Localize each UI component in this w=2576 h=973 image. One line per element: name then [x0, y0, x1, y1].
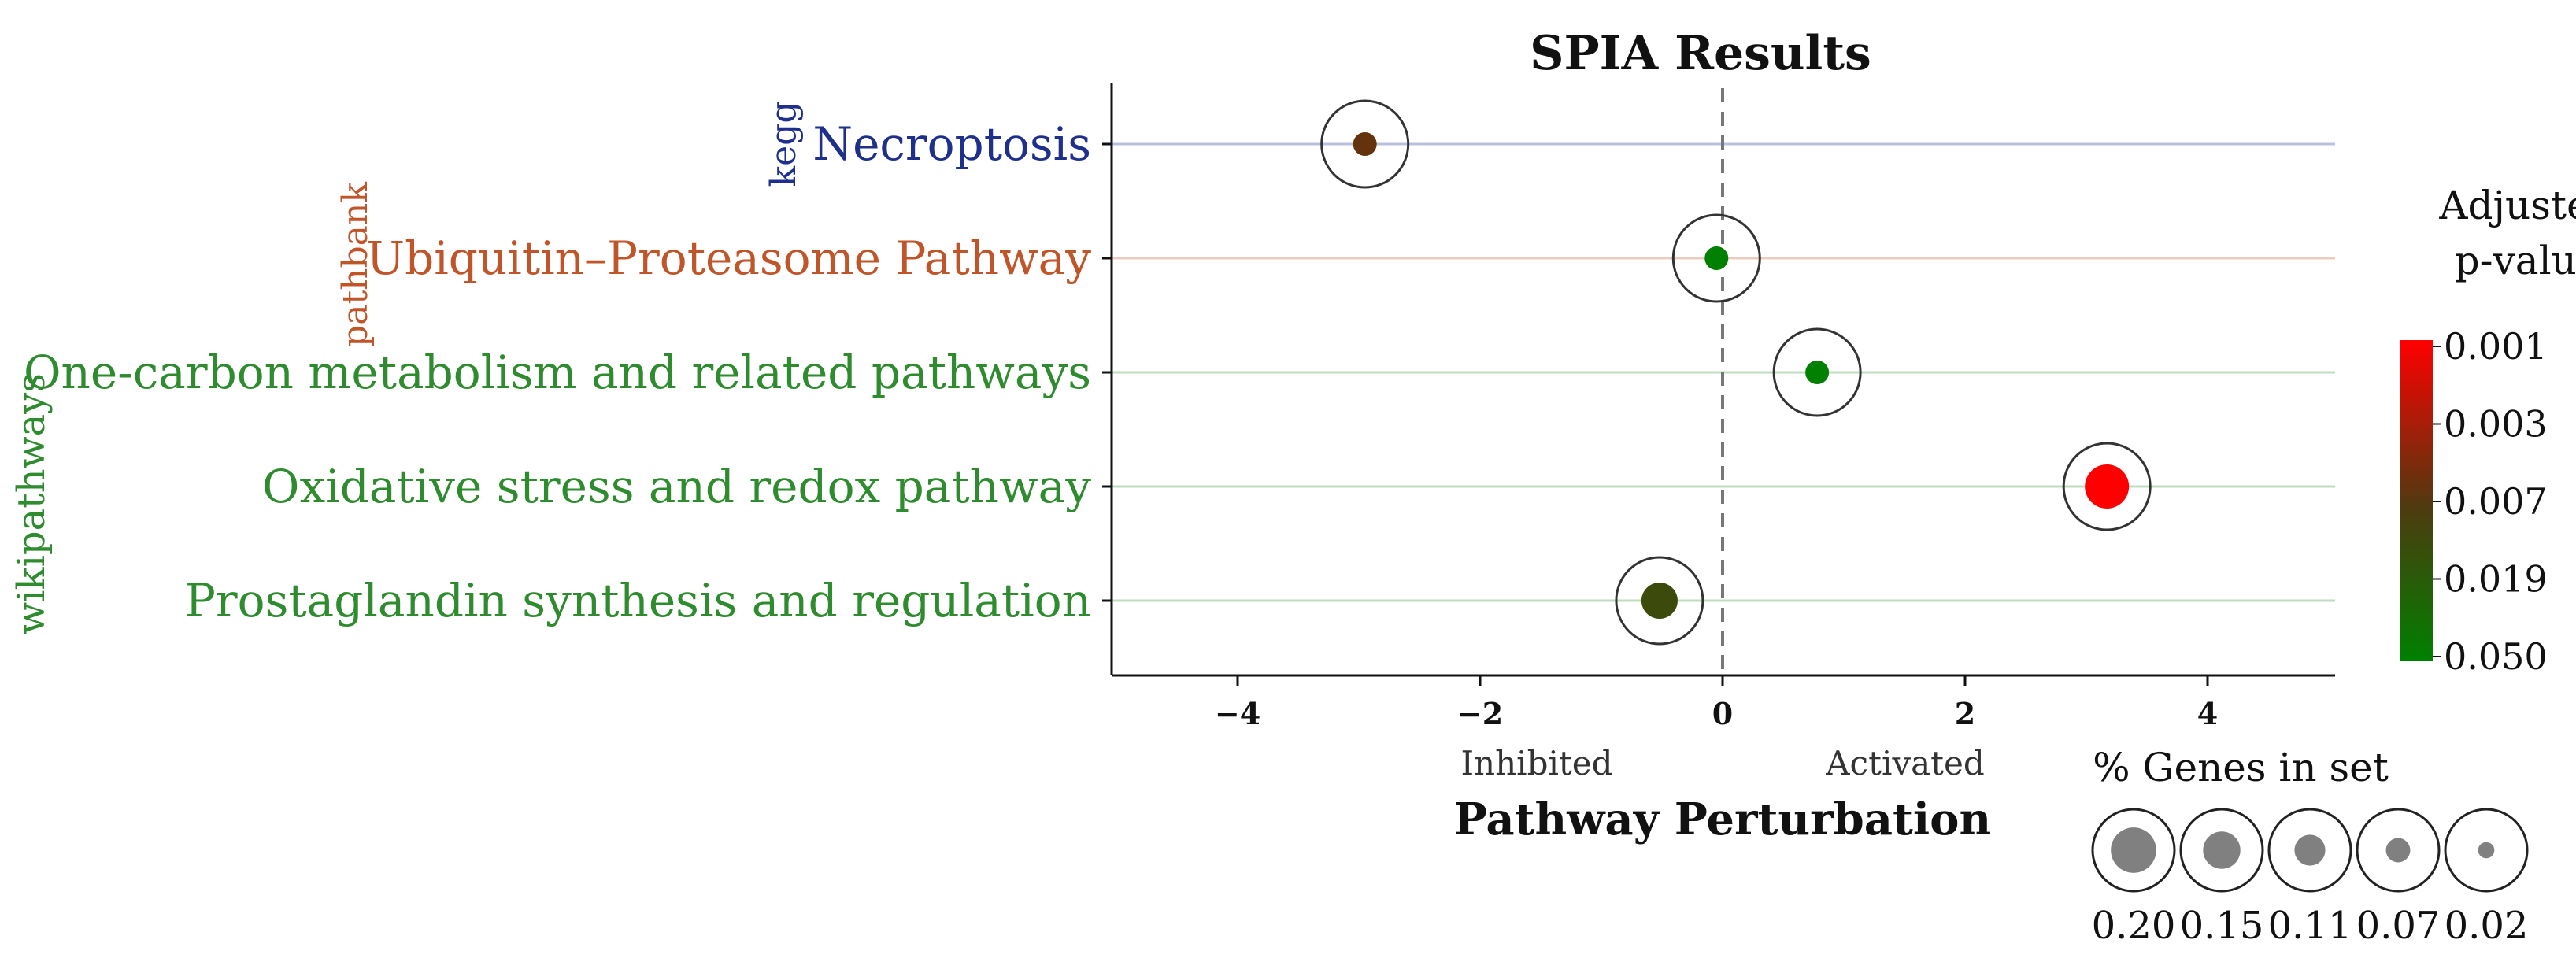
size-legend-outline [2179, 808, 2264, 893]
size-legend-outline [2356, 808, 2441, 893]
color-legend-tick-label: 0.007 [2444, 480, 2548, 523]
pathway-label: Necroptosis [812, 117, 1091, 171]
size-legend-label: 0.20 [2092, 904, 2176, 948]
pathway-label: One-carbon metabolism and related pathwa… [24, 346, 1091, 399]
color-legend-bar [2400, 340, 2433, 661]
x-tick-label: 0 [1712, 696, 1733, 731]
data-point [1704, 246, 1729, 270]
x-tick-label: −4 [1215, 696, 1260, 731]
size-legend-dot [2294, 834, 2326, 866]
size-legend-dot [2478, 842, 2495, 859]
data-points [1320, 99, 2152, 646]
pathway-label: Prostaglandin synthesis and regulation [185, 574, 1091, 627]
point-outline [1671, 213, 1761, 303]
color-legend-tick-label: 0.003 [2444, 403, 2548, 446]
pathway-label: Ubiquitin–Proteasome Pathway [366, 231, 1091, 285]
size-legend-dot [2385, 838, 2411, 863]
size-legend-label: 0.07 [2356, 904, 2441, 948]
size-legend-label: 0.02 [2445, 904, 2529, 948]
x-tick-label: 4 [2197, 696, 2218, 731]
inhibited-label: Inhibited [1460, 744, 1612, 782]
color-legend: Adjusted p-value 0.0010.0030.0070.0190.0… [2400, 183, 2576, 678]
color-legend-title-line-2: p-value [2455, 238, 2576, 283]
group-label-wikipathways: wikipathways [9, 373, 54, 634]
size-legend-outline [2091, 808, 2176, 893]
row-gridlines [1102, 142, 2335, 602]
database-group-labels: kegg pathbank wikipathways [9, 101, 804, 634]
data-point [1641, 583, 1678, 619]
point-outline [1320, 99, 1410, 189]
point-outline [2062, 442, 2152, 531]
size-legend-title: % Genes in set [2093, 745, 2389, 790]
group-label-pathbank: pathbank [335, 182, 376, 347]
size-legend-outline [2444, 808, 2529, 893]
color-legend-title-line-1: Adjusted [2438, 183, 2576, 228]
size-legend-label: 0.15 [2180, 904, 2264, 948]
size-legend-dot [2203, 831, 2241, 869]
chart-title: SPIA Results [1530, 26, 1871, 81]
data-point [1805, 361, 1830, 384]
activated-label: Activated [1825, 744, 1985, 782]
size-legend-dot [2111, 827, 2156, 873]
color-legend-ticks: 0.001 0.003 0.007 0.019 0.050 [2433, 325, 2548, 678]
color-legend-tick-label: 0.019 [2444, 558, 2548, 601]
point-outline [1772, 327, 1862, 417]
color-legend-tick-label: 0.001 [2444, 325, 2548, 368]
color-legend-tick-label: 0.050 [2444, 635, 2548, 678]
x-axis-ticks: −4 −2 0 2 4 [1215, 675, 2218, 731]
x-tick-label: 2 [1955, 696, 1975, 731]
size-legend-outline [2267, 808, 2352, 893]
size-legend-label: 0.11 [2268, 904, 2352, 948]
x-axis-label: Pathway Perturbation [1454, 794, 1991, 845]
point-outline [1615, 556, 1704, 646]
data-point [2085, 464, 2130, 509]
x-tick-label: −2 [1457, 696, 1503, 731]
data-point [1353, 132, 1377, 156]
group-label-kegg: kegg [764, 101, 804, 187]
pathway-label: Oxidative stress and redox pathway [262, 460, 1091, 513]
